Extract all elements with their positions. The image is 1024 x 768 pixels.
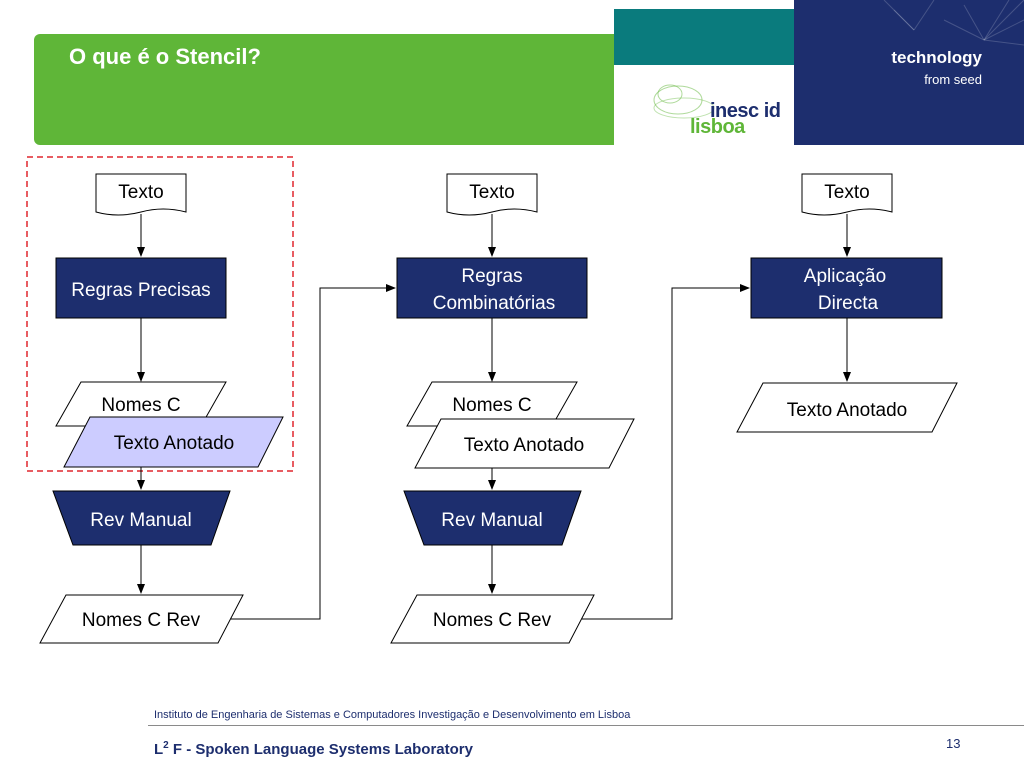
header-teal-band [614, 9, 794, 65]
col2-process-label-2: Combinatórias [433, 293, 556, 314]
footer-lab-name: L2 F - Spoken Language Systems Laborator… [154, 740, 473, 758]
col3-input-label: Texto [824, 182, 869, 203]
footer-lab-rest: F - Spoken Language Systems Laboratory [168, 741, 473, 758]
col1-output-a: Nomes C [55, 381, 227, 427]
page-title: O que é o Stencil? [69, 44, 261, 69]
col2-process-label-1: Regras [461, 266, 522, 287]
col1-process-label: Regras Precisas [71, 280, 210, 301]
tagline-main: technology [891, 48, 982, 67]
col1-output-b-label: Texto Anotado [114, 433, 234, 454]
footer-divider [148, 725, 1024, 726]
connector-col2-to-col3 [582, 284, 750, 620]
inesc-id-logo: inesc id lisboa [640, 72, 790, 142]
col1-result: Nomes C Rev [39, 594, 244, 644]
col1-output-b-highlighted: Texto Anotado [63, 416, 284, 468]
col1-review-label: Rev Manual [90, 510, 191, 531]
col2-output-b-label: Texto Anotado [464, 435, 584, 456]
logo-swirl-icon [653, 84, 715, 119]
col2-output-a: Nomes C [406, 381, 578, 427]
col3-process-box: Aplicação Directa [750, 257, 943, 319]
logo-text-bottom: lisboa [690, 116, 745, 138]
footer-institute: Instituto de Engenharia de Sistemas e Co… [154, 709, 631, 721]
col1-input-document: Texto [95, 173, 187, 216]
tagline-sub: from seed [924, 72, 982, 87]
col1-result-label: Nomes C Rev [82, 610, 201, 631]
header-navy-panel [794, 0, 1024, 145]
stencil-highlight-region [26, 156, 294, 472]
footer-lab-sup: 2 [163, 740, 169, 751]
col3-process-label-1: Aplicação [804, 266, 886, 287]
col1-output-a-label: Nomes C [101, 395, 180, 416]
col2-result-label: Nomes C Rev [433, 610, 552, 631]
col2-result: Nomes C Rev [390, 594, 595, 644]
col2-input-document: Texto [446, 173, 538, 216]
col1-input-label: Texto [118, 182, 163, 203]
dandelion-image [883, 0, 1024, 46]
logo-area [614, 65, 794, 145]
col2-input-label: Texto [469, 182, 514, 203]
footer-lab-prefix: L [154, 741, 164, 758]
col2-output-a-label: Nomes C [452, 395, 531, 416]
col1-review-trapezoid: Rev Manual [52, 490, 231, 546]
col2-output-b: Texto Anotado [414, 418, 635, 469]
col3-process-label-2: Directa [818, 293, 879, 314]
col3-output: Texto Anotado [736, 382, 958, 433]
col2-review-label: Rev Manual [441, 510, 542, 531]
page-number: 13 [946, 736, 961, 751]
col3-input-document: Texto [801, 173, 893, 216]
col3-output-label: Texto Anotado [787, 400, 907, 421]
col2-review-trapezoid: Rev Manual [403, 490, 582, 546]
connector-col1-to-col2 [231, 284, 396, 620]
col1-process-box: Regras Precisas [55, 257, 227, 319]
col2-process-box: Regras Combinatórias [396, 257, 588, 319]
logo-text-top: inesc id [710, 100, 781, 122]
